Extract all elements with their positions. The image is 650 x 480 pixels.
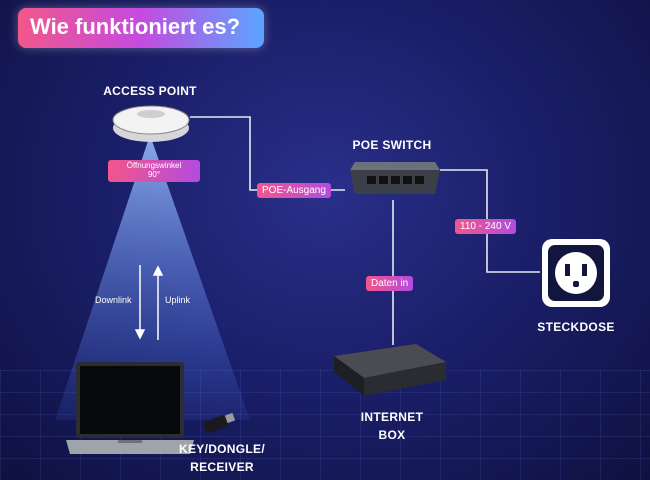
oeffnungswinkel-value: 90° <box>147 169 161 179</box>
oeffnungswinkel-label: Öffnungswinkel <box>126 161 182 170</box>
internet-box-label-line1: INTERNET <box>360 410 424 424</box>
oeffnungswinkel-tag: Öffnungswinkel 90° <box>108 160 200 182</box>
poe-switch-device <box>350 162 440 194</box>
key-dongle-label-line2: RECEIVER <box>190 460 254 474</box>
internet-box-device <box>334 344 446 396</box>
steckdose-label: STECKDOSE <box>537 320 615 334</box>
key-dongle-label-line1: KEY/DONGLE/ <box>179 442 265 456</box>
page-title: Wie funktioniert es? <box>30 14 241 39</box>
link-arrows <box>134 265 164 340</box>
poe-switch-label: POE SWITCH <box>352 138 432 152</box>
laptop-device <box>66 362 194 454</box>
downlink-label: Downlink <box>95 295 132 305</box>
access-point-label: ACCESS POINT <box>103 84 197 98</box>
voltage-tag: 110 - 240 V <box>455 219 516 234</box>
power-outlet-icon <box>542 239 610 307</box>
internet-box-label-line2: BOX <box>378 428 406 442</box>
uplink-label: Uplink <box>165 295 191 305</box>
daten-in-tag: Daten in <box>366 276 414 291</box>
access-point-device <box>112 105 190 142</box>
title-badge <box>18 8 264 48</box>
usb-dongle-device <box>203 412 236 433</box>
poe-ausgang-tag: POE-Ausgang <box>257 183 331 198</box>
